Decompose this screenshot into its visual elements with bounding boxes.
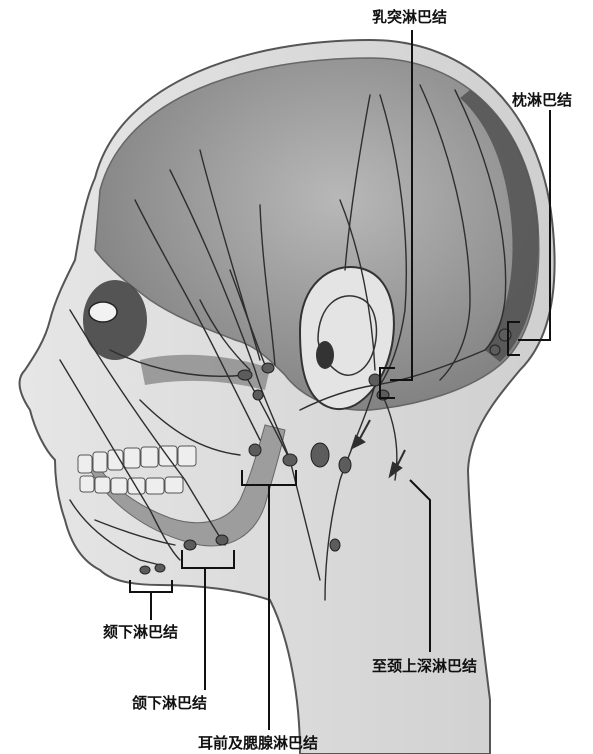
label-to-deep-cervical-lymph-nodes: 至颈上深淋巴结 (372, 657, 477, 675)
orbit (83, 280, 147, 360)
label-mastoid-lymph-nodes: 乳突淋巴结 (372, 8, 447, 26)
eye (89, 302, 117, 322)
label-occipital-lymph-nodes: 枕淋巴结 (512, 91, 572, 109)
ear-canal (316, 341, 334, 369)
label-preauricular-parotid-lymph-nodes: 耳前及腮腺淋巴结 (198, 734, 318, 752)
label-submental-lymph-nodes: 颏下淋巴结 (103, 623, 178, 641)
label-submandibular-lymph-nodes: 颌下淋巴结 (132, 694, 207, 712)
